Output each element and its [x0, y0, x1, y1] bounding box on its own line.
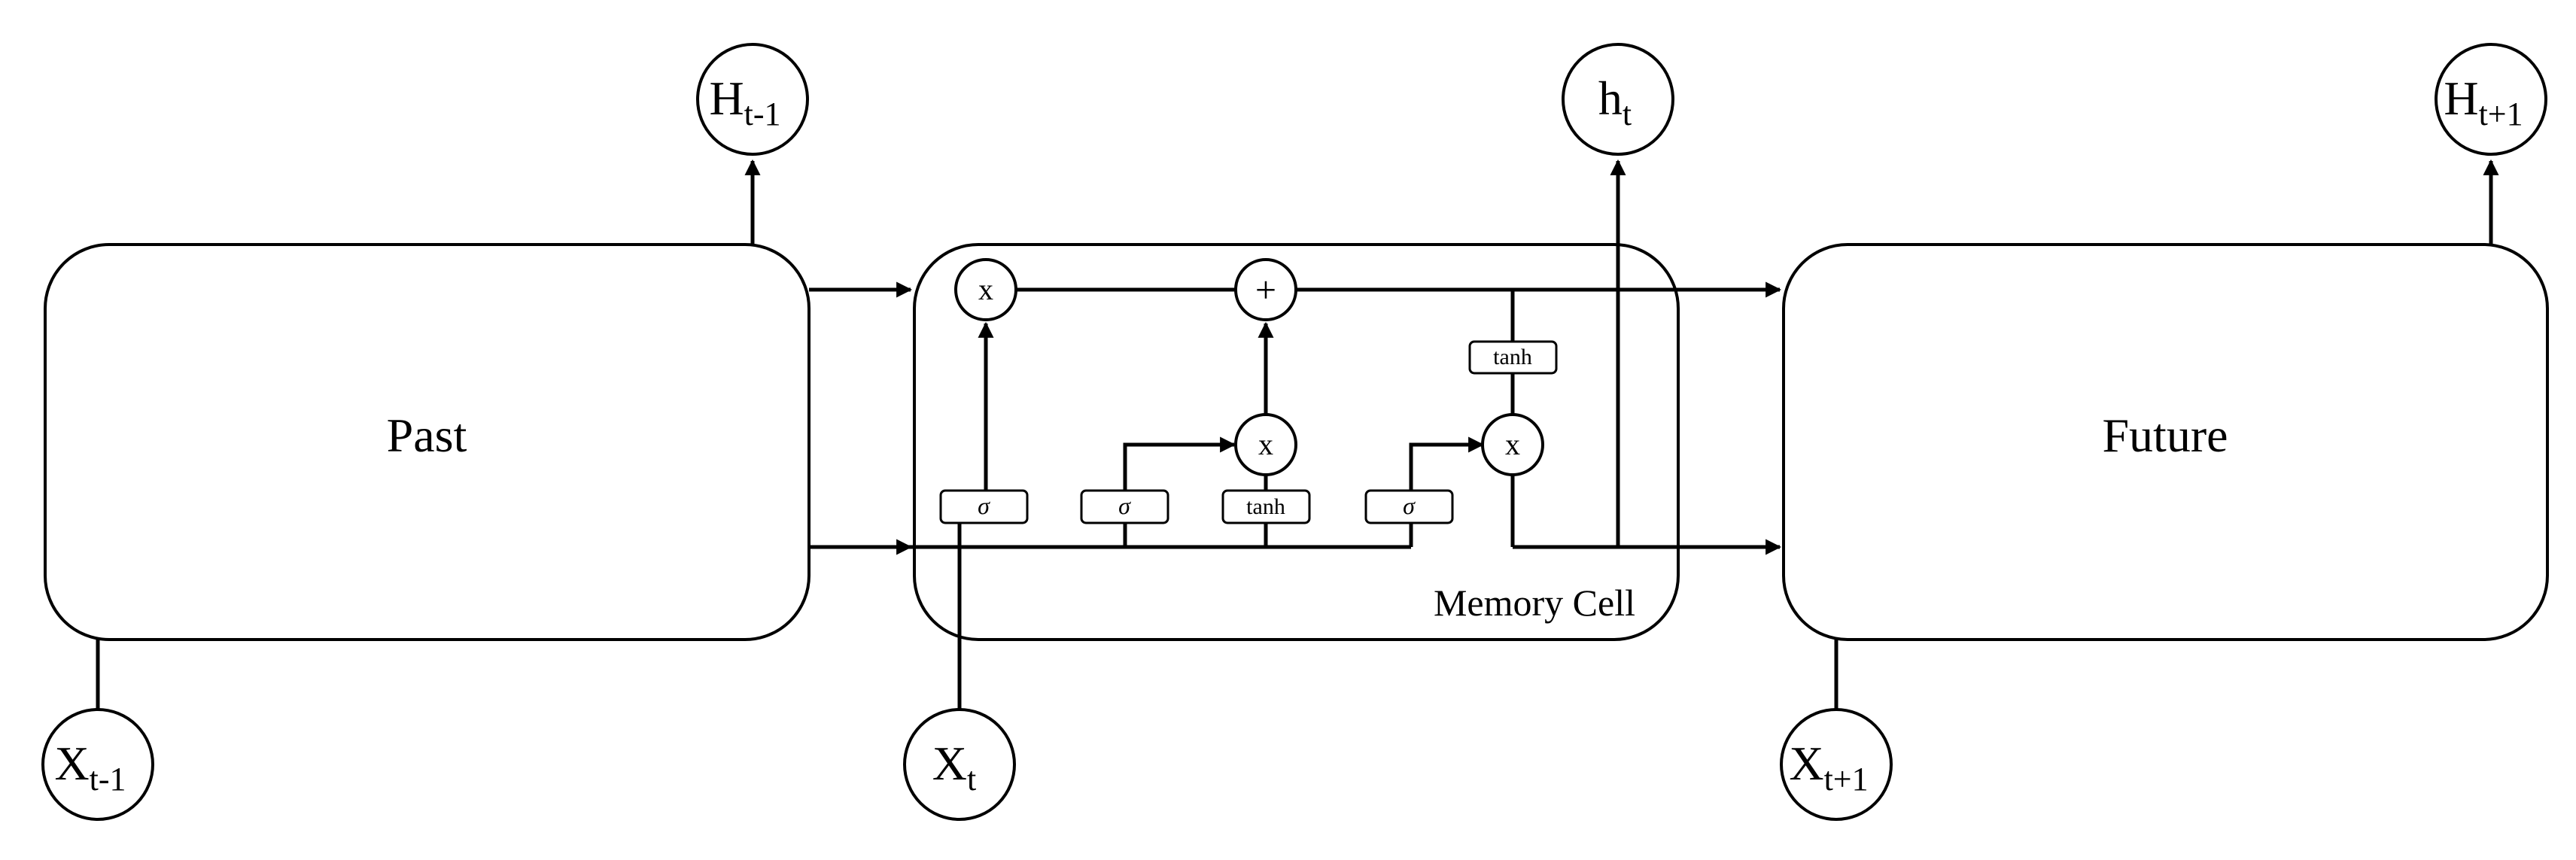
input-multiply-symbol: x: [1258, 427, 1273, 461]
candidate-tanh-gate: tanh: [1221, 489, 1311, 524]
past-label: Past: [387, 409, 467, 462]
h-next-node: Ht+1: [2435, 43, 2547, 156]
add-node: +: [1234, 258, 1297, 321]
forget-sigma-gate: σ: [939, 489, 1029, 524]
future-box: [1782, 243, 2549, 641]
input-sigma-gate: σ: [1080, 489, 1169, 524]
forget-sigma-label: σ: [978, 492, 990, 519]
x-next-node: Xt+1: [1780, 708, 1893, 821]
memory-cell-label: Memory Cell: [1434, 582, 1635, 624]
output-sigma-gate: σ: [1364, 489, 1454, 524]
output-sigma-label: σ: [1403, 492, 1416, 519]
x-t-node: Xt: [903, 708, 1016, 821]
input-gate-arrow: [1123, 436, 1236, 491]
future-label: Future: [2102, 409, 2228, 462]
x-t-main: X: [932, 737, 967, 790]
h-prev-node: Ht-1: [696, 43, 809, 156]
cell-tanh-gate: tanh: [1468, 340, 1558, 375]
h-next-main: H: [2444, 71, 2478, 125]
h-prev-main: H: [709, 71, 744, 125]
add-symbol: +: [1255, 269, 1276, 311]
x-next-main: X: [1789, 737, 1823, 790]
h-t-node: ht: [1562, 43, 1674, 156]
svg-text:Ht+1: Ht+1: [2444, 71, 2523, 132]
svg-text:ht: ht: [1598, 71, 1632, 132]
svg-text:Ht-1: Ht-1: [709, 71, 780, 132]
input-multiply-node: x: [1234, 413, 1297, 476]
h-next-sub: t+1: [2479, 96, 2523, 132]
h-t-main: h: [1598, 71, 1623, 125]
h-prev-sub: t-1: [744, 96, 781, 132]
svg-text:Xt: Xt: [932, 737, 976, 798]
output-multiply-node: x: [1481, 413, 1544, 476]
svg-text:Xt+1: Xt+1: [1789, 737, 1868, 798]
candidate-tanh-label: tanh: [1246, 494, 1285, 519]
svg-text:Xt-1: Xt-1: [54, 737, 126, 798]
input-sigma-label: σ: [1118, 492, 1131, 519]
cell-tanh-label: tanh: [1493, 345, 1532, 369]
x-t-sub: t: [967, 761, 976, 798]
past-box: [44, 243, 811, 641]
h-t-sub: t: [1623, 96, 1632, 132]
output-gate-arrow: [1409, 436, 1485, 491]
x-prev-node: Xt-1: [41, 708, 154, 821]
forget-multiply-node: x: [954, 258, 1017, 321]
x-prev-main: X: [54, 737, 89, 790]
output-multiply-symbol: x: [1505, 427, 1520, 461]
x-next-sub: t+1: [1824, 761, 1869, 798]
forget-multiply-symbol: x: [978, 272, 993, 306]
x-prev-sub: t-1: [90, 761, 126, 798]
